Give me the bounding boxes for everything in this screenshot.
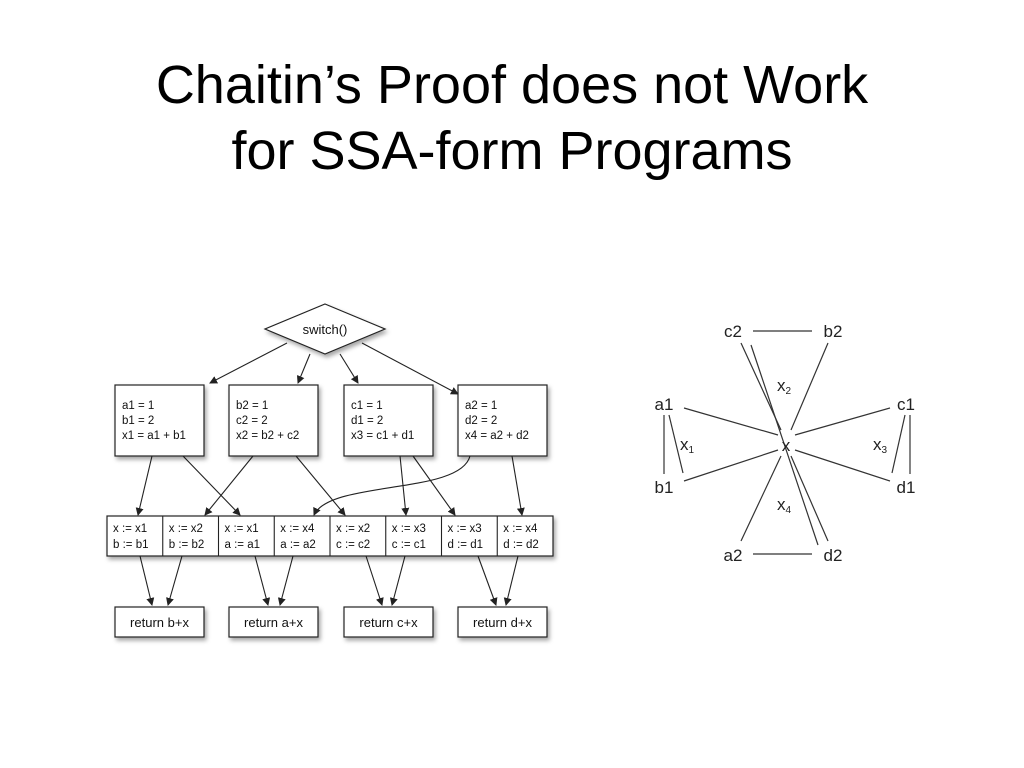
edge-block2-copy5: [295, 455, 346, 516]
slide-title: Chaitin’s Proof does not Work for SSA-fo…: [0, 52, 1024, 184]
copy-6-line-2: c := c1: [392, 539, 426, 551]
block-4-line-1: a2 = 1: [465, 400, 497, 412]
graph-edges: [663, 330, 911, 555]
label-x4: x4: [777, 495, 792, 516]
return-block-4: return d+x: [457, 606, 548, 638]
block-3-line-1: c1 = 1: [351, 400, 383, 412]
edge-copy5-ret3: [365, 555, 384, 606]
edge-switch-block-3: [339, 353, 359, 384]
copy-5-line-1: x := x2: [336, 523, 370, 535]
node-b1: b1: [655, 478, 674, 497]
block-1-line-2: b1 = 2: [122, 415, 154, 427]
label-x2: x2: [777, 376, 792, 397]
copy-8-line-1: x := x4: [503, 523, 538, 535]
edge-copy4-ret2: [277, 555, 294, 606]
title-line-2: for SSA-form Programs: [231, 121, 793, 181]
edge-copy8-ret4: [503, 555, 519, 606]
block-2-line-2: c2 = 2: [236, 415, 268, 427]
node-a1: a1: [655, 395, 674, 414]
edge-block2-copy2: [204, 455, 254, 516]
basic-block-4: a2 = 1 d2 = 2 x4 = a2 + d2: [457, 384, 548, 457]
return-block-1: return b+x: [114, 606, 205, 638]
copy-1-line-1: x := x1: [113, 523, 147, 535]
copy-1-line-2: b := b1: [113, 539, 149, 551]
copy-3-line-2: a := a1: [225, 539, 261, 551]
block-1-line-3: x1 = a1 + b1: [122, 430, 186, 442]
block-3-line-2: d1 = 2: [351, 415, 383, 427]
copy-7-line-1: x := x3: [448, 523, 482, 535]
copy-cell-1: x := x1 b := b1: [113, 523, 149, 551]
return-block-3: return c+x: [343, 606, 434, 638]
node-c2: c2: [724, 322, 742, 341]
edge-block3-copy7: [412, 455, 456, 516]
copy-6-line-1: x := x3: [392, 523, 426, 535]
copy-cell-8: x := x4 d := d2: [503, 523, 539, 551]
return-2-text: return a+x: [244, 615, 303, 630]
edge-copy3-ret2: [254, 555, 271, 606]
switch-node: switch(): [263, 303, 387, 355]
copy-2-line-1: x := x2: [169, 523, 203, 535]
block-4-line-3: x4 = a2 + d2: [465, 430, 529, 442]
node-d2: d2: [824, 546, 843, 565]
title-line-1: Chaitin’s Proof does not Work: [155, 55, 869, 115]
copy-cell-4: x := x4 a := a2: [280, 523, 316, 551]
label-x3: x3: [873, 435, 888, 456]
copy-cell-2: x := x2 b := b2: [169, 523, 205, 551]
edge-copy6-ret3: [389, 555, 406, 606]
return-3-text: return c+x: [359, 615, 418, 630]
label-x1: x1: [680, 435, 695, 456]
edge-block4-copy8: [511, 455, 525, 516]
block-2-line-3: x2 = b2 + c2: [236, 430, 299, 442]
copy-row: x := x1 b := b1 x := x2 b := b2 x := x1 …: [106, 515, 554, 557]
cfg-edges: [135, 342, 525, 606]
basic-block-1: a1 = 1 b1 = 2 x1 = a1 + b1: [114, 384, 205, 457]
interference-graph: x a1 b1 c1 d1 c2 b2 a2 d2 x1 x2 x3 x4: [655, 322, 916, 565]
edge-copy7-ret4: [477, 555, 498, 606]
basic-block-2: b2 = 1 c2 = 2 x2 = b2 + c2: [228, 384, 319, 457]
edge-block4-copy4: [313, 455, 471, 516]
edge-block1-copy3: [182, 455, 241, 516]
return-block-2: return a+x: [228, 606, 319, 638]
block-1-line-1: a1 = 1: [122, 400, 154, 412]
edge-copy2-ret1: [166, 555, 183, 606]
edge-switch-block-2: [296, 353, 311, 384]
basic-block-3: c1 = 1 d1 = 2 x3 = c1 + d1: [343, 384, 434, 457]
edge-block1-copy1: [135, 455, 153, 516]
copy-4-line-1: x := x4: [280, 523, 315, 535]
edge-switch-block-1: [209, 342, 288, 384]
copy-cell-7: x := x3 d := d1: [448, 523, 484, 551]
copy-3-line-1: x := x1: [225, 523, 259, 535]
block-4-line-2: d2 = 2: [465, 415, 497, 427]
block-3-line-3: x3 = c1 + d1: [351, 430, 414, 442]
copy-5-line-2: c := c2: [336, 539, 370, 551]
node-d1: d1: [897, 478, 916, 497]
copy-7-line-2: d := d1: [448, 539, 484, 551]
edge-copy1-ret1: [139, 555, 155, 606]
node-b2: b2: [824, 322, 843, 341]
copy-4-line-2: a := a2: [280, 539, 316, 551]
copy-8-line-2: d := d2: [503, 539, 539, 551]
switch-label: switch(): [303, 322, 348, 337]
node-c1: c1: [897, 395, 915, 414]
node-x: x: [782, 436, 791, 455]
return-4-text: return d+x: [473, 615, 532, 630]
copy-cell-5: x := x2 c := c2: [336, 523, 370, 551]
copy-2-line-2: b := b2: [169, 539, 205, 551]
return-1-text: return b+x: [130, 615, 189, 630]
copy-cell-3: x := x1 a := a1: [225, 523, 261, 551]
edge-switch-block-4: [361, 342, 459, 395]
copy-cell-6: x := x3 c := c1: [392, 523, 426, 551]
node-a2: a2: [724, 546, 743, 565]
block-2-line-1: b2 = 1: [236, 400, 268, 412]
